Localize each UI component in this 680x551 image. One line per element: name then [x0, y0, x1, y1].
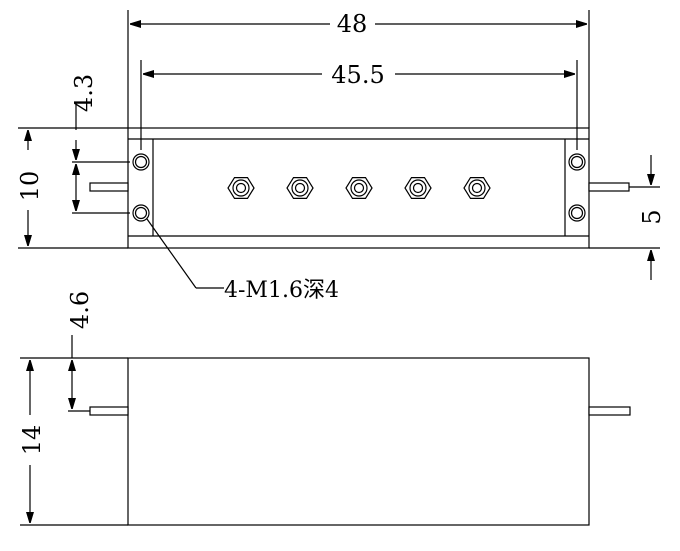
dimension-5-label: 5: [638, 209, 666, 224]
dimension-top-offset: 4.3: [70, 74, 130, 163]
side-view-outline: [127, 357, 590, 526]
mounting-hole-top-right: [568, 153, 586, 171]
dimension-pin-position-left: [72, 164, 130, 214]
dimension-45-5-label: 45.5: [331, 61, 384, 89]
tuning-screw: [345, 177, 373, 199]
dimension-height-side: 14: [18, 357, 128, 526]
dimension-14-label: 14: [18, 425, 46, 456]
mounting-hole-bottom-left: [132, 204, 150, 222]
dimension-10-label: 10: [16, 171, 44, 202]
tuning-screw: [404, 177, 432, 199]
dimension-overall-width: 48: [130, 10, 587, 38]
output-pin: [588, 182, 630, 192]
side-input-pin: [89, 406, 129, 416]
dimension-connector-offset: 5: [589, 155, 666, 280]
dimension-4-3-label: 4.3: [70, 74, 98, 112]
tuning-screw: [227, 177, 255, 199]
dimension-4-6-label: 4.6: [66, 291, 94, 329]
side-output-pin: [588, 406, 631, 416]
input-pin: [89, 182, 129, 192]
dimension-48-label: 48: [337, 10, 368, 38]
leader-line: [146, 218, 197, 289]
tuning-screws: [227, 177, 491, 199]
top-view: [89, 127, 630, 249]
dimension-height-top: 10: [16, 127, 128, 249]
hole-note-label: 4-M1.6深4: [224, 278, 339, 303]
hole-callout: 4-M1.6深4: [146, 218, 339, 303]
tuning-screw: [463, 177, 491, 199]
dimension-side-offset: 4.6: [66, 291, 128, 412]
top-view-outline: [127, 127, 590, 249]
dimension-hole-spacing: 45.5: [143, 61, 575, 89]
tuning-screw: [286, 177, 314, 199]
side-view: [89, 357, 631, 526]
mounting-hole-top-left: [132, 153, 150, 171]
mounting-hole-bottom-right: [568, 204, 586, 222]
